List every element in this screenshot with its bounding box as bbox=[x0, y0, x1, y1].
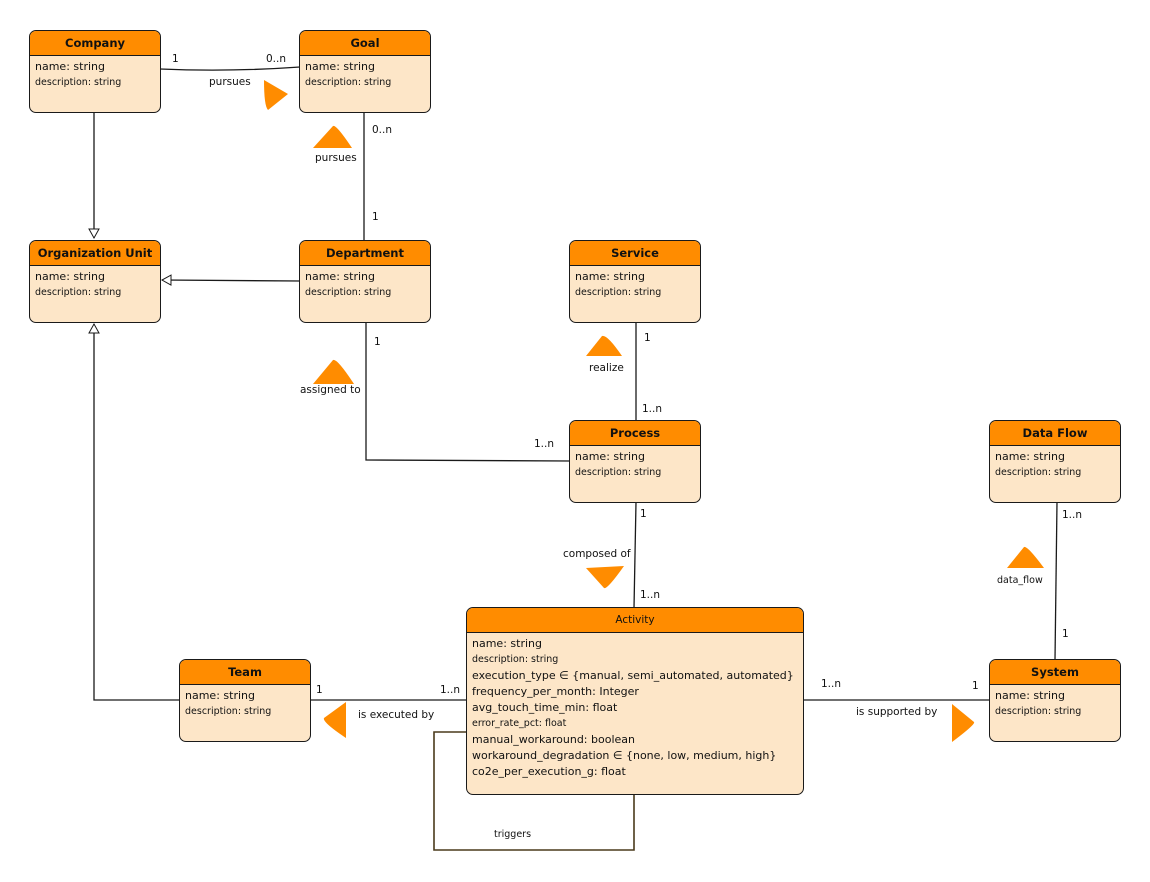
activity-system-dst-mult: 1 bbox=[972, 680, 979, 692]
service-class-title: Service bbox=[570, 241, 700, 266]
team-orgunit-generalization bbox=[88, 322, 180, 701]
activity-attr-description: description: string bbox=[472, 654, 559, 665]
service-attr-description: description: string bbox=[575, 287, 662, 298]
company-goal-src-mult: 1 bbox=[172, 53, 179, 65]
activity-class[interactable]: Activity name: string description: strin… bbox=[466, 607, 804, 795]
assigned-to-up-arrow bbox=[313, 359, 354, 384]
activity-attr-name: name: string bbox=[472, 637, 542, 650]
process-class[interactable]: Process name: string description: string bbox=[569, 420, 701, 503]
department-goal-src-mult: 1 bbox=[372, 211, 379, 223]
process-activity-dst-mult: 1..n bbox=[640, 589, 661, 601]
process-attr-description: description: string bbox=[575, 467, 662, 478]
dataflow-system-association bbox=[1054, 501, 1058, 661]
system-class[interactable]: System name: string description: string bbox=[989, 659, 1121, 742]
process-activity-label: composed of bbox=[563, 548, 631, 560]
goal-class[interactable]: Goal name: string description: string bbox=[299, 30, 431, 113]
company-goal-association bbox=[159, 66, 301, 71]
realize-up-arrow bbox=[586, 335, 622, 356]
organization-unit-attr-name: name: string bbox=[35, 270, 105, 283]
process-attr-name: name: string bbox=[575, 450, 645, 463]
process-activity-association bbox=[633, 501, 637, 609]
team-class-title: Team bbox=[180, 660, 310, 685]
process-class-title: Process bbox=[570, 421, 700, 446]
data-flow-attr-description: description: string bbox=[995, 467, 1082, 478]
activity-attr-error-rate: error_rate_pct: float bbox=[472, 718, 567, 729]
company-goal-label: pursues bbox=[209, 76, 251, 88]
department-orgunit-generalization bbox=[160, 274, 301, 286]
company-attr-name: name: string bbox=[35, 60, 105, 73]
goal-class-title: Goal bbox=[300, 31, 430, 56]
data-flow-up-arrow bbox=[1007, 546, 1044, 568]
activity-attr-co2e: co2e_per_execution_g: float bbox=[472, 765, 626, 778]
team-class[interactable]: Team name: string description: string bbox=[179, 659, 311, 742]
department-process-label: assigned to bbox=[300, 384, 361, 396]
service-attr-name: name: string bbox=[575, 270, 645, 283]
pursues-direction-arrow bbox=[264, 80, 288, 110]
process-activity-src-mult: 1 bbox=[640, 508, 647, 520]
data-flow-attr-name: name: string bbox=[995, 450, 1065, 463]
activity-team-label: is executed by bbox=[358, 709, 435, 721]
activity-team-dst-mult: 1 bbox=[316, 684, 323, 696]
activity-attr-frequency: frequency_per_month: Integer bbox=[472, 685, 639, 698]
is-executed-by-left-arrow bbox=[323, 702, 346, 738]
dataflow-system-src-mult: 1..n bbox=[1062, 509, 1083, 521]
company-class-title: Company bbox=[30, 31, 160, 56]
activity-attr-touch-time: avg_touch_time_min: float bbox=[472, 701, 618, 714]
activity-triggers-loop bbox=[433, 731, 635, 851]
activity-attr-manual-workaround: manual_workaround: boolean bbox=[472, 733, 635, 746]
composed-of-down-arrow bbox=[586, 566, 624, 589]
is-supported-by-right-arrow bbox=[952, 704, 975, 742]
activity-class-title: Activity bbox=[467, 608, 803, 633]
company-goal-dst-mult: 0..n bbox=[266, 53, 287, 65]
company-class[interactable]: Company name: string description: string bbox=[29, 30, 161, 113]
activity-attr-execution-type: execution_type ∈ {manual, semi_automated… bbox=[472, 669, 794, 682]
team-attr-description: description: string bbox=[185, 706, 272, 717]
organization-unit-class[interactable]: Organization Unit name: string descripti… bbox=[29, 240, 161, 323]
department-attr-name: name: string bbox=[305, 270, 375, 283]
company-attr-description: description: string bbox=[35, 77, 122, 88]
dataflow-system-dst-mult: 1 bbox=[1062, 628, 1069, 640]
goal-attr-name: name: string bbox=[305, 60, 375, 73]
goal-attr-description: description: string bbox=[305, 77, 392, 88]
department-goal-dst-mult: 0..n bbox=[372, 124, 393, 136]
department-class[interactable]: Department name: string description: str… bbox=[299, 240, 431, 323]
department-goal-label: pursues bbox=[315, 152, 357, 164]
data-flow-class-title: Data Flow bbox=[990, 421, 1120, 446]
department-process-dst-mult: 1..n bbox=[534, 438, 555, 450]
service-class[interactable]: Service name: string description: string bbox=[569, 240, 701, 323]
data-flow-class[interactable]: Data Flow name: string description: stri… bbox=[989, 420, 1121, 503]
organization-unit-attr-description: description: string bbox=[35, 287, 122, 298]
activity-triggers-label: triggers bbox=[494, 829, 532, 840]
system-class-title: System bbox=[990, 660, 1120, 685]
department-class-title: Department bbox=[300, 241, 430, 266]
service-process-dst-mult: 1..n bbox=[642, 403, 663, 415]
activity-system-label: is supported by bbox=[856, 706, 938, 718]
service-process-src-mult: 1 bbox=[644, 332, 651, 344]
department-process-src-mult: 1 bbox=[374, 336, 381, 348]
department-process-association bbox=[365, 322, 571, 462]
team-attr-name: name: string bbox=[185, 689, 255, 702]
pursues-up-arrow bbox=[313, 125, 352, 148]
activity-system-src-mult: 1..n bbox=[821, 678, 842, 690]
system-attr-description: description: string bbox=[995, 706, 1082, 717]
organization-unit-class-title: Organization Unit bbox=[30, 241, 160, 266]
activity-attr-workaround-degradation: workaround_degradation ∈ {none, low, med… bbox=[472, 749, 777, 762]
system-attr-name: name: string bbox=[995, 689, 1065, 702]
dataflow-system-label: data_flow bbox=[997, 575, 1043, 586]
service-process-label: realize bbox=[589, 362, 624, 374]
department-attr-description: description: string bbox=[305, 287, 392, 298]
activity-team-src-mult: 1..n bbox=[440, 684, 461, 696]
